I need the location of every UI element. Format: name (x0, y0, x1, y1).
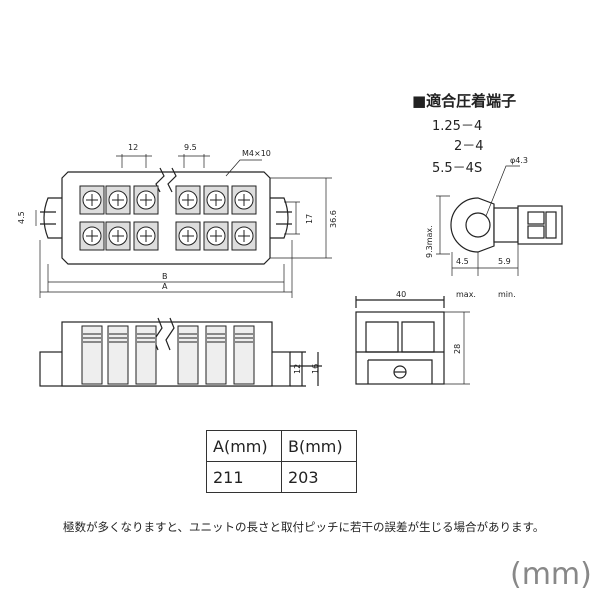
top-view-dims (35, 154, 332, 298)
crimp-dim-a-note: max. (456, 290, 476, 299)
table-header-b: B(mm) (281, 430, 357, 462)
crimp-size-3: 5.5－4S (432, 161, 482, 176)
end-view (355, 296, 470, 385)
end-width-label: 40 (396, 290, 406, 299)
crimp-size-1: 1.25－4 (432, 119, 482, 134)
side-view-terminals (81, 325, 255, 385)
side-h1-label: 12 (293, 364, 302, 374)
table-row: 211 203 (206, 461, 357, 493)
side-h2-label: 16 (311, 364, 320, 374)
crimp-heading: ■適合圧着端子 (412, 92, 516, 110)
terminal-block-icon (177, 325, 199, 385)
terminal-block-icon (107, 325, 129, 385)
terminal-screw-icon (203, 221, 229, 251)
pitch-label: 12 (128, 143, 138, 152)
unit-label: (mm) (510, 557, 592, 592)
terminal-screw-icon (175, 221, 201, 251)
table-value-a: 211 (206, 461, 282, 493)
pitch2-label: 9.5 (184, 143, 197, 152)
outer-height-label: 36.6 (329, 210, 338, 228)
terminal-block-icon (205, 325, 227, 385)
terminal-screw-icon (175, 185, 201, 215)
terminal-screw-icon (105, 221, 131, 251)
terminal-block-icon (233, 325, 255, 385)
terminal-screw-icon (231, 185, 257, 215)
terminal-screw-icon (79, 221, 105, 251)
terminal-screw-icon (203, 185, 229, 215)
terminal-screw-icon (133, 221, 159, 251)
table-value-b: 203 (281, 461, 357, 493)
terminal-screw-icon (133, 185, 159, 215)
inner-height-label: 17 (305, 214, 314, 224)
crimp-terminal-drawing (436, 165, 563, 276)
terminal-screw-icon (105, 185, 131, 215)
terminal-screw-icon (79, 185, 105, 215)
terminal-screw-icon (231, 221, 257, 251)
screw-label: M4×10 (242, 149, 271, 158)
crimp-dim-b: 5.9 (498, 257, 511, 266)
table-header-a: A(mm) (206, 430, 282, 462)
left-dim-label: 4.5 (17, 211, 26, 224)
hole-dia-label: φ4.3 (510, 156, 528, 165)
tolerance-note: 極数が多くなりますと、ユニットの長さと取付ピッチに若干の誤差が生じる場合がありま… (63, 520, 545, 534)
crimp-size-2: 2－4 (454, 139, 484, 154)
terminal-block-icon (135, 325, 157, 385)
crimp-height-label: 9.3max. (425, 225, 434, 258)
table-header-row: A(mm) B(mm) (206, 430, 357, 462)
top-view-terminals (79, 185, 257, 251)
terminal-block-icon (81, 325, 103, 385)
crimp-dim-a: 4.5 (456, 257, 469, 266)
dimension-table: A(mm) B(mm) 211 203 (206, 430, 357, 493)
b-label: B (162, 272, 168, 281)
end-height-label: 28 (453, 344, 462, 354)
crimp-dim-b-note: min. (498, 290, 516, 299)
a-label: A (162, 282, 168, 291)
